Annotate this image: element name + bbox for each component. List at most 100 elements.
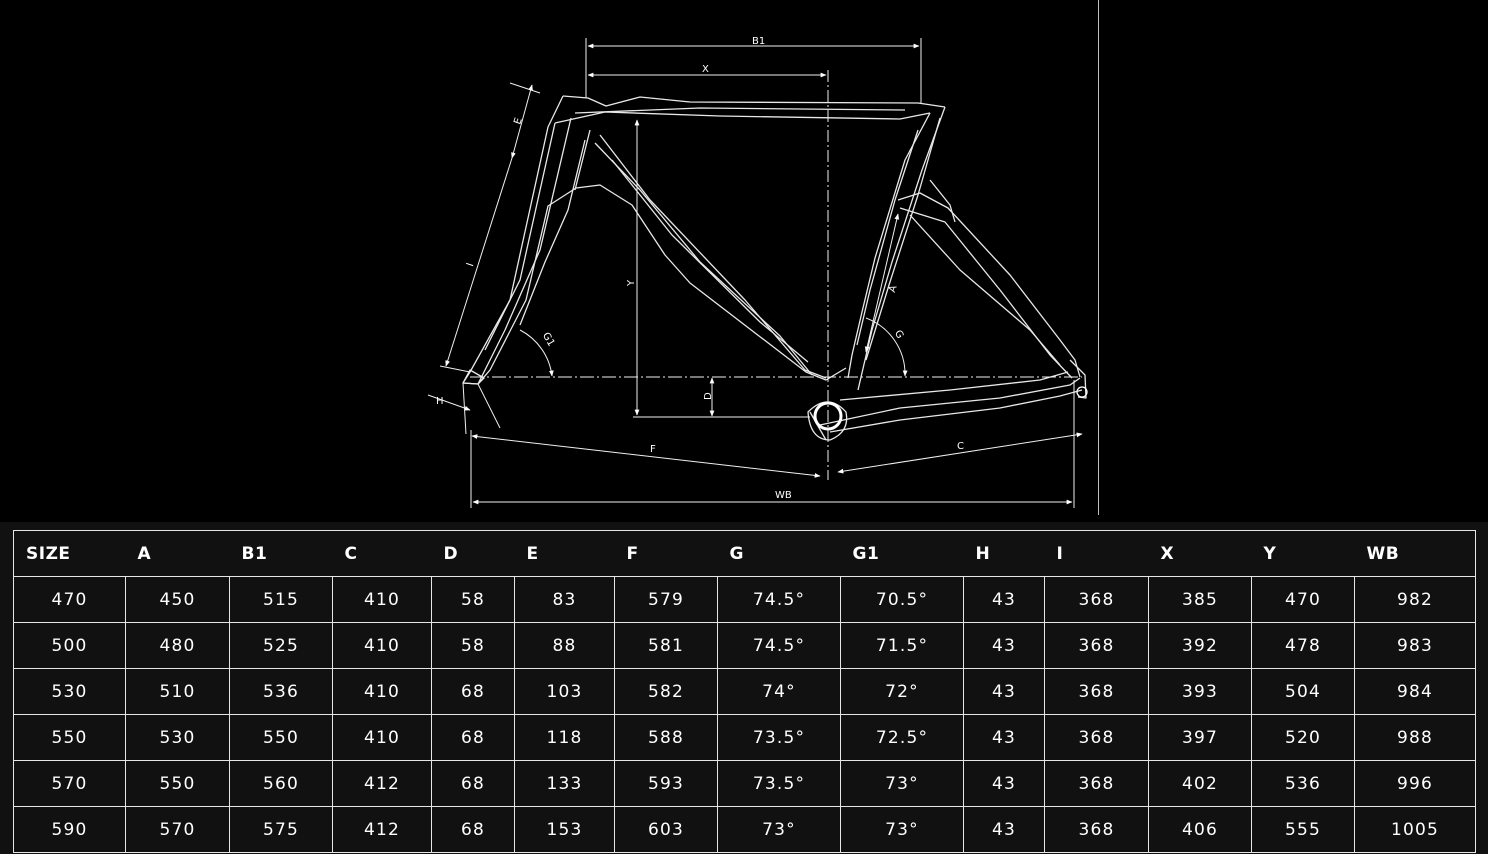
column-header-d: D <box>431 530 515 577</box>
label-g1: G1 <box>540 331 557 349</box>
table-cell: 393 <box>1148 668 1252 715</box>
label-f: F <box>650 444 656 455</box>
table-cell: 74.5° <box>717 622 841 669</box>
column-header-y: Y <box>1251 530 1355 577</box>
table-cell: 73° <box>840 806 964 853</box>
table-cell: 410 <box>332 622 432 669</box>
table-cell: 402 <box>1148 760 1252 807</box>
table-cell: 103 <box>514 668 615 715</box>
table-cell: 603 <box>614 806 718 853</box>
table-cell: 368 <box>1044 806 1149 853</box>
column-header-f: F <box>614 530 718 577</box>
table-cell: 570 <box>125 806 230 853</box>
table-cell: 983 <box>1354 622 1476 669</box>
table-cell: 72.5° <box>840 714 964 761</box>
column-header-wb: WB <box>1354 530 1476 577</box>
table-cell: 412 <box>332 806 432 853</box>
table-cell: 412 <box>332 760 432 807</box>
table-cell: 68 <box>431 806 515 853</box>
table-cell: 58 <box>431 576 515 623</box>
table-cell: 73.5° <box>717 714 841 761</box>
table-cell: 58 <box>431 622 515 669</box>
label-d: D <box>703 392 714 400</box>
column-header-g: G <box>717 530 841 577</box>
table-cell: 118 <box>514 714 615 761</box>
column-header-x: X <box>1148 530 1252 577</box>
table-cell: 450 <box>125 576 230 623</box>
column-header-e: E <box>514 530 615 577</box>
table-cell: 43 <box>963 576 1045 623</box>
column-header-size: SIZE <box>13 530 126 577</box>
label-h: H <box>436 396 444 407</box>
table-cell: 397 <box>1148 714 1252 761</box>
table-cell: 406 <box>1148 806 1252 853</box>
table-cell: 70.5° <box>840 576 964 623</box>
table-cell: 480 <box>125 622 230 669</box>
table-cell: 579 <box>614 576 718 623</box>
frame-geometry-diagram: B1 X E I Y G1 A G D H F C WB <box>427 36 1088 508</box>
table-cell: 68 <box>431 760 515 807</box>
table-cell: 73° <box>840 760 964 807</box>
table-cell: 1005 <box>1354 806 1476 853</box>
table-cell: 536 <box>1251 760 1355 807</box>
table-cell: 570 <box>13 760 126 807</box>
table-cell: 43 <box>963 760 1045 807</box>
table-cell: 73.5° <box>717 760 841 807</box>
table-cell: 74.5° <box>717 576 841 623</box>
dimension-labels: B1 X E I Y G1 A G D H F C WB <box>436 36 964 501</box>
label-i: I <box>465 262 476 268</box>
table-cell: 582 <box>614 668 718 715</box>
frame-outline <box>462 95 1087 441</box>
table-cell: 72° <box>840 668 964 715</box>
table-cell: 83 <box>514 576 615 623</box>
table-cell: 43 <box>963 714 1045 761</box>
table-cell: 510 <box>125 668 230 715</box>
table-cell: 590 <box>13 806 126 853</box>
table-cell: 550 <box>13 714 126 761</box>
table-cell: 368 <box>1044 714 1149 761</box>
column-header-b1: B1 <box>229 530 333 577</box>
label-wb: WB <box>775 490 792 501</box>
column-header-i: I <box>1044 530 1149 577</box>
label-c: C <box>957 441 964 452</box>
table-cell: 392 <box>1148 622 1252 669</box>
table-cell: 368 <box>1044 622 1149 669</box>
table-cell: 593 <box>614 760 718 807</box>
table-cell: 133 <box>514 760 615 807</box>
table-cell: 500 <box>13 622 126 669</box>
label-b1: B1 <box>752 36 765 47</box>
table-cell: 368 <box>1044 760 1149 807</box>
table-cell: 504 <box>1251 668 1355 715</box>
table-cell: 68 <box>431 714 515 761</box>
column-header-a: A <box>125 530 230 577</box>
table-cell: 550 <box>229 714 333 761</box>
table-cell: 555 <box>1251 806 1355 853</box>
table-cell: 588 <box>614 714 718 761</box>
table-cell: 530 <box>125 714 230 761</box>
label-y: Y <box>626 279 637 287</box>
table-cell: 996 <box>1354 760 1476 807</box>
table-cell: 74° <box>717 668 841 715</box>
table-cell: 550 <box>125 760 230 807</box>
vertical-divider <box>1098 0 1099 515</box>
table-cell: 368 <box>1044 668 1149 715</box>
column-header-g1: G1 <box>840 530 964 577</box>
table-cell: 984 <box>1354 668 1476 715</box>
table-cell: 478 <box>1251 622 1355 669</box>
table-cell: 410 <box>332 576 432 623</box>
table-cell: 71.5° <box>840 622 964 669</box>
table-cell: 73° <box>717 806 841 853</box>
label-e: E <box>512 116 524 125</box>
table-cell: 385 <box>1148 576 1252 623</box>
label-x: X <box>702 64 709 75</box>
table-cell: 520 <box>1251 714 1355 761</box>
table-cell: 560 <box>229 760 333 807</box>
